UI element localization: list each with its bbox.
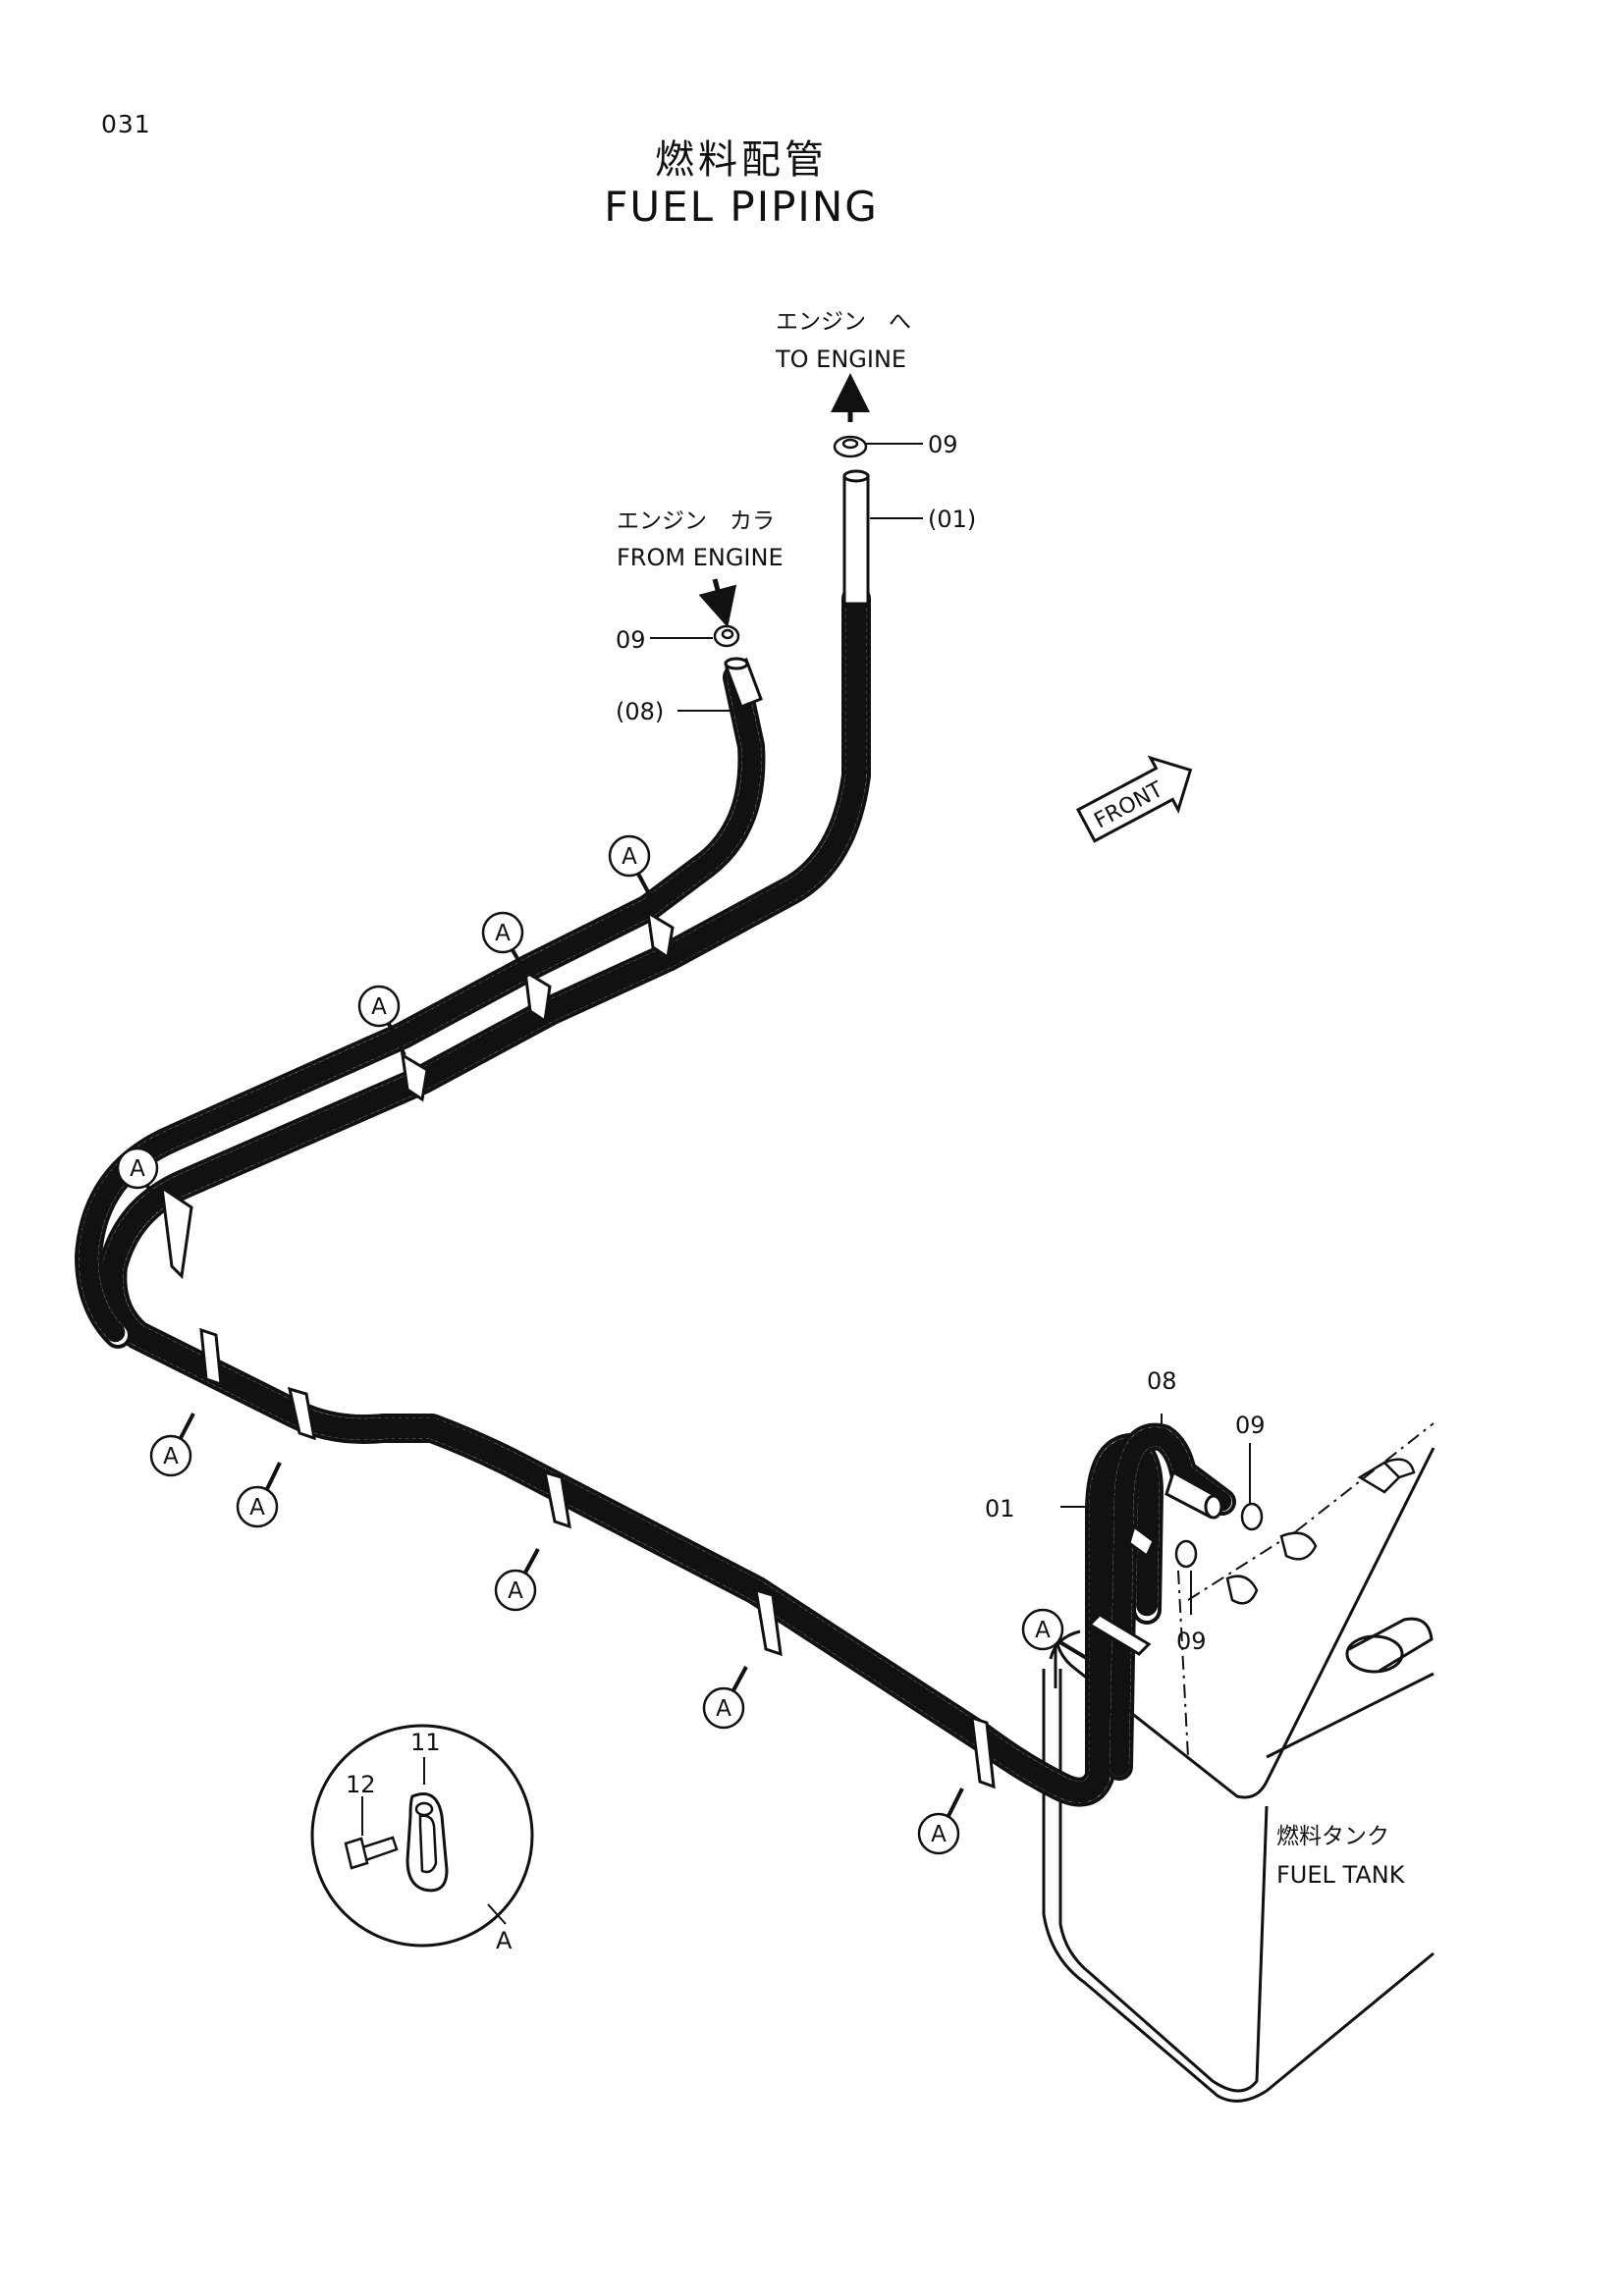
clamp-marker: A [1021, 1608, 1090, 1661]
to-engine-label: エンジン へ TO ENGINE [775, 309, 911, 422]
clamp-marker: A [917, 1788, 964, 1855]
svg-text:A: A [163, 1444, 179, 1469]
svg-text:A: A [495, 921, 511, 946]
svg-text:エンジン カラ: エンジン カラ [617, 508, 775, 534]
svg-text:A: A [249, 1495, 265, 1521]
callout-09-from: 09 [616, 626, 646, 654]
clamp-marker: A [116, 1147, 164, 1209]
clamp-marker: A [481, 911, 530, 979]
title-english: FUEL PIPING [604, 183, 879, 231]
clamps [160, 910, 1152, 1789]
hose-clip-from [713, 624, 740, 648]
callout-09-tank-b: 09 [1176, 1628, 1207, 1655]
page-number: 031 [101, 110, 151, 138]
title-japanese: 燃料配管 [655, 137, 828, 183]
clamp-markers: A A A A A A A [116, 834, 1090, 1855]
svg-text:A: A [716, 1696, 731, 1722]
fuel-tank-label-jp: 燃料タンク [1276, 1824, 1389, 1849]
callout-01-tank: 01 [985, 1495, 1015, 1522]
callout-08-tank: 08 [1147, 1367, 1177, 1395]
pipe-01-end [842, 469, 870, 606]
svg-text:A: A [130, 1156, 145, 1182]
callout-09-tank-a: 09 [1235, 1412, 1266, 1439]
connection-centerline [1177, 1422, 1435, 1758]
clamp-marker: A [357, 985, 406, 1056]
front-arrow: FRONT [1075, 755, 1193, 843]
clamp-marker: A [608, 834, 655, 902]
callout-01-paren: (01) [928, 506, 976, 533]
tank-connectors [1225, 1531, 1318, 1605]
fuel-tank-label-en: FUEL TANK [1276, 1861, 1406, 1889]
clamp-marker: A [494, 1548, 540, 1612]
from-engine-label: エンジン カラ FROM ENGINE [617, 508, 784, 628]
callout-08-paren: (08) [616, 698, 664, 725]
svg-text:エンジン へ: エンジン へ [776, 309, 911, 335]
hose-clip-tank-a [1240, 1502, 1264, 1531]
hose-clip-top [833, 435, 868, 458]
svg-text:A: A [622, 844, 637, 870]
svg-text:FROM ENGINE: FROM ENGINE [617, 544, 784, 571]
callout-09-top: 09 [928, 431, 958, 458]
svg-text:A: A [508, 1578, 523, 1604]
hose-bundle [75, 584, 1236, 1807]
hose-clip-tank-b [1174, 1539, 1198, 1569]
svg-text:A: A [931, 1822, 947, 1847]
pipe-08-end [724, 657, 763, 709]
clamp-marker: A [702, 1666, 748, 1730]
callout-12: 12 [346, 1771, 376, 1798]
svg-text:TO ENGINE: TO ENGINE [775, 346, 906, 373]
tank-fitting [1357, 1458, 1416, 1494]
callout-11: 11 [410, 1729, 441, 1756]
clamp-marker: A [236, 1462, 282, 1528]
svg-text:A: A [1035, 1618, 1051, 1643]
detail-a: 11 12 A [310, 1724, 534, 1954]
detail-a-label: A [496, 1927, 513, 1954]
clamp-marker: A [149, 1413, 195, 1477]
tank-pipe-ends [1127, 1469, 1223, 1559]
svg-text:A: A [371, 994, 387, 1020]
